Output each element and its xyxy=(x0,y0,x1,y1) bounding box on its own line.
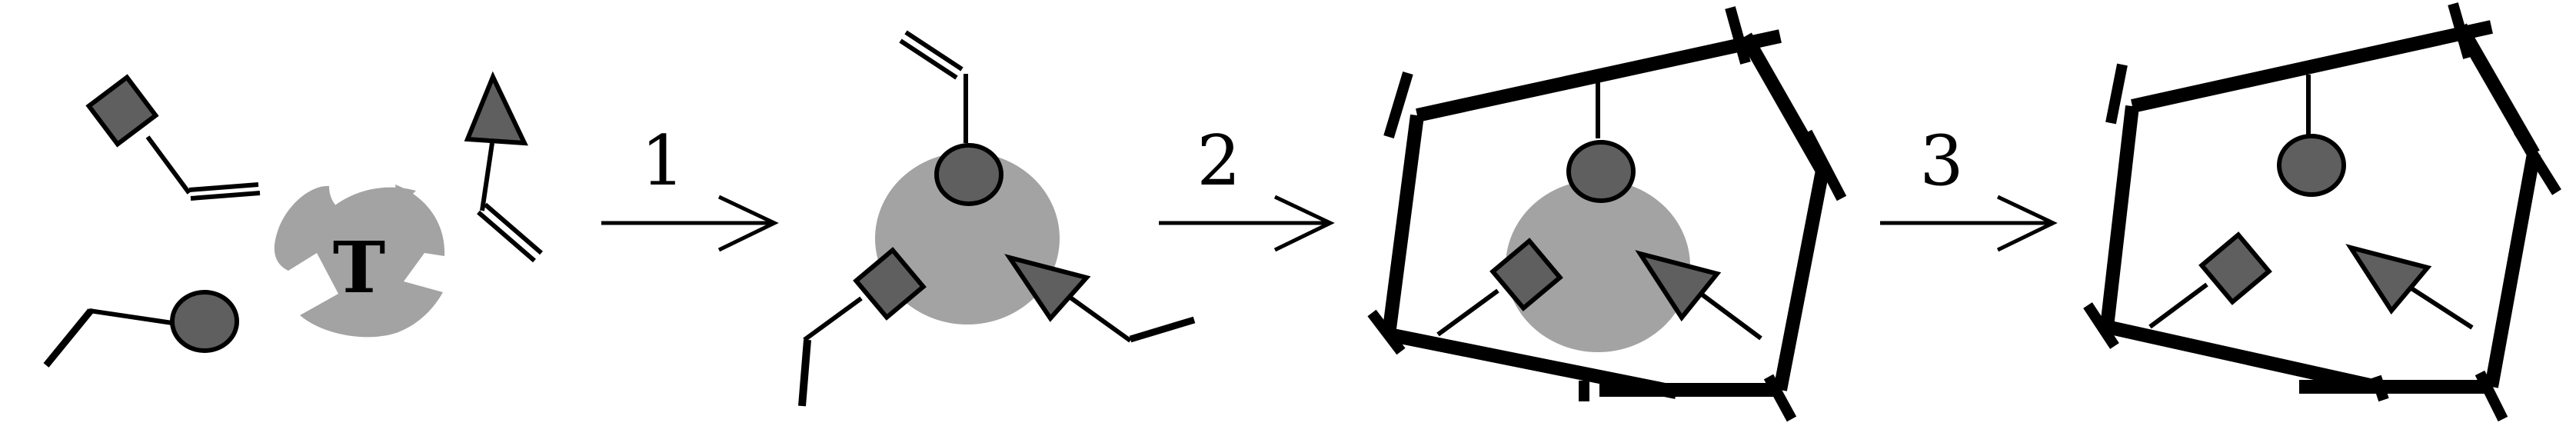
complex-square-linker xyxy=(803,296,863,342)
circle-monomer xyxy=(43,290,239,368)
cavity-square-linker xyxy=(2148,282,2208,329)
square-vinyl-bond-b xyxy=(190,191,261,201)
triangle-linker xyxy=(480,142,494,211)
complex-circle-vinyl-bond-b xyxy=(899,38,958,80)
template-body xyxy=(274,185,445,338)
polymer-triangle-linker xyxy=(1699,291,1762,341)
imprinted-polymer-frame xyxy=(2083,2,2561,422)
triangle-monomer xyxy=(464,71,543,263)
template-molecule: T xyxy=(274,185,445,338)
stage-1-free-components: T xyxy=(43,71,543,368)
polymer-square-linker xyxy=(1436,288,1499,337)
triangle-vinyl-bond-a xyxy=(484,202,543,255)
step-2-label: 2 xyxy=(1196,121,1240,201)
step-1-label: 1 xyxy=(641,121,684,201)
template-label: T xyxy=(333,226,385,309)
step-1-arrowhead xyxy=(717,195,779,252)
square-vinyl-bond-a xyxy=(188,182,259,192)
complex-square-head xyxy=(853,247,927,321)
polymer-triangle-head xyxy=(1635,250,1722,322)
square-head xyxy=(85,74,159,148)
polymer-circle-head xyxy=(1566,140,1636,203)
triangle-head xyxy=(464,71,528,146)
circle-head xyxy=(170,290,239,353)
polymer-network-frame xyxy=(1367,6,1847,422)
cavity-circle-head xyxy=(2277,134,2346,197)
cavity-triangle-linker xyxy=(2410,286,2474,330)
complex-triangle-head xyxy=(1004,254,1091,322)
complex-circle-head xyxy=(934,143,1003,206)
square-linker xyxy=(145,135,191,195)
step-2-arrowhead xyxy=(1273,195,1335,252)
triangle-vinyl-bond-b xyxy=(477,210,536,263)
complex-triangle-vinyl-bond xyxy=(1129,316,1196,343)
cavity-triangle-head xyxy=(2345,244,2432,315)
stage-4-imprinted-cavity xyxy=(2083,2,2561,422)
stage-2-complex xyxy=(798,30,1196,407)
polymer-square-head xyxy=(1489,238,1563,311)
step-2-arrow: 2 xyxy=(1159,121,1335,252)
step-3-arrowhead xyxy=(1996,195,2058,252)
step-1-arrow: 1 xyxy=(601,121,779,252)
step-3-arrow: 3 xyxy=(1880,121,2058,252)
complex-square-vinyl-bond xyxy=(798,339,811,407)
step-3-label: 3 xyxy=(1919,121,1963,201)
square-monomer xyxy=(85,74,261,201)
cavity-square-head xyxy=(2198,231,2272,305)
stage-3-polymer-with-template xyxy=(1367,6,1847,422)
complex-circle-vinyl-bond-a xyxy=(904,30,964,72)
template-in-polymer xyxy=(1506,180,1690,352)
circle-linker xyxy=(88,308,173,325)
circle-vinyl-bond xyxy=(43,308,94,368)
complex-triangle-linker xyxy=(1069,295,1132,343)
